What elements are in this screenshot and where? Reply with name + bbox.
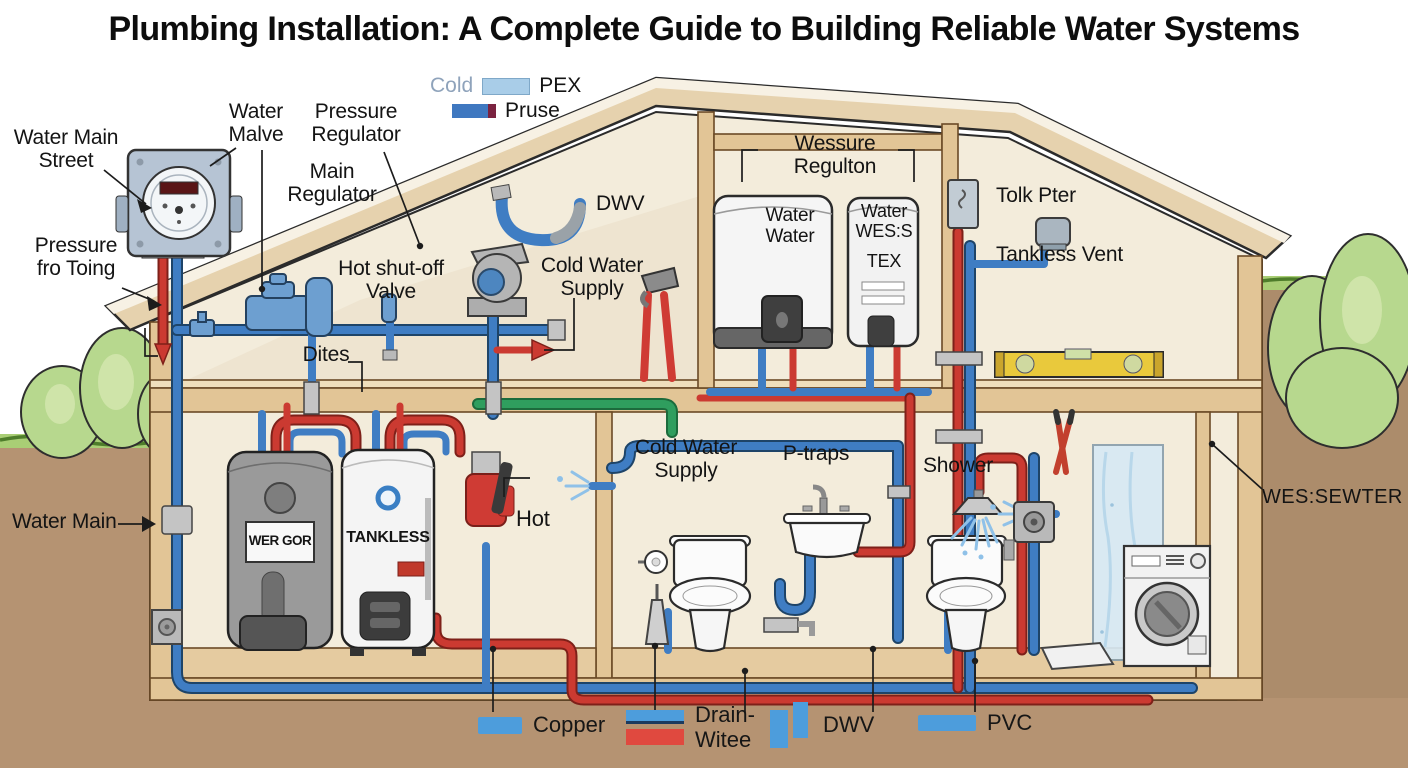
tankless-vent-unit [1035, 217, 1071, 251]
label-wessure-regulton: Wessure Regulton [793, 132, 877, 179]
toilet-brush-icon [644, 584, 670, 645]
pipes [153, 183, 1198, 706]
drain-blue-swatch [626, 709, 684, 724]
legend-pruse-label: Pruse [505, 99, 560, 122]
pruse-swatch [452, 104, 496, 118]
dwv-pipe-fitting [490, 183, 586, 247]
label-heater-upper-left: Water Water [765, 205, 815, 247]
cold-supply-valve [467, 242, 530, 317]
legend-copper-label: Copper [533, 712, 606, 737]
water-meter [115, 148, 243, 259]
wall-spigot [151, 609, 183, 645]
label-pressure-regulator: Pressure Regulator [311, 100, 401, 147]
water-heater-upper-right [846, 196, 920, 348]
label-heater-upper-right-sub: TEX [866, 251, 902, 271]
tree-right [1267, 233, 1408, 449]
label-dwv: DWV [596, 192, 645, 215]
hot-valve [465, 462, 515, 527]
legend-copper: Copper [478, 712, 605, 738]
toilet [668, 535, 752, 653]
label-hot: Hot [516, 506, 550, 531]
label-pressure-fro-toing: Pressure fro Toing [34, 234, 118, 281]
legend-drain-label: Drain- Witee [695, 702, 755, 753]
label-hot-shutoff-valve: Hot shut-off Valve [338, 257, 444, 304]
drain-red-swatch [626, 728, 684, 745]
legend-dwv: DWV [770, 702, 874, 748]
leader-lines [103, 147, 1263, 712]
label-tank-gray: WER GOR [248, 533, 312, 548]
legend-top-row-pruse: Pruse [452, 99, 560, 123]
water-heater-white-tank [340, 448, 436, 656]
legend-dwv-label: DWV [823, 712, 875, 737]
pliers-icon [1053, 409, 1075, 475]
label-water-main-street: Water Main Street [13, 126, 119, 173]
label-tankless-vent: Tankless Vent [996, 243, 1123, 266]
legend-pvc: PVC [918, 710, 1032, 736]
pressure-regulator-valve [189, 273, 397, 337]
label-wes-sewter: WES:SEWTER [1262, 486, 1403, 508]
label-water-malve: Water Malve [228, 100, 284, 147]
legend-pvc-label: PVC [987, 710, 1033, 735]
legend-drain-witee: Drain- Witee [626, 702, 755, 753]
label-shower: Shower [922, 454, 993, 477]
legend-top-row-pex: Cold PEX [430, 74, 581, 98]
legend-pex-label: PEX [539, 74, 582, 97]
dwv-swatch-bars [770, 702, 812, 748]
label-tank-white: TANKLESS [346, 529, 430, 546]
page-title: Plumbing Installation: A Complete Guide … [108, 10, 1300, 48]
spirit-level-icon [994, 348, 1164, 378]
sink [783, 484, 871, 559]
label-tolk-pter: Tolk Pter [996, 184, 1076, 207]
pvc-swatch [918, 715, 976, 731]
label-dites: Dites [302, 343, 350, 366]
label-cold-water-supply-lower: Cold Water Supply [634, 436, 738, 483]
label-cold-water-supply-upper: Cold Water Supply [540, 254, 644, 301]
pex-swatch [482, 77, 531, 95]
water-heater-upper-left [712, 194, 834, 349]
toilet-paper-icon [638, 550, 668, 574]
legend-cold-label: Cold [430, 74, 474, 97]
pipe-wrench-icon [640, 266, 680, 382]
vent-device [947, 179, 979, 229]
label-main-regulator: Main Regulator [287, 160, 377, 207]
label-p-traps: P-traps [782, 442, 850, 465]
drain-swatches [626, 709, 684, 745]
copper-swatch [478, 716, 522, 734]
shower-head-icon [950, 489, 1005, 560]
label-water-main: Water Main [12, 510, 117, 533]
label-heater-upper-right: Water WES:S [855, 201, 913, 241]
washing-machine [1122, 544, 1212, 668]
shower-mixing-valve [1003, 501, 1055, 561]
water-heater-gray-tank [226, 450, 334, 651]
toilet [925, 535, 1007, 653]
drain-pan [1040, 641, 1115, 671]
